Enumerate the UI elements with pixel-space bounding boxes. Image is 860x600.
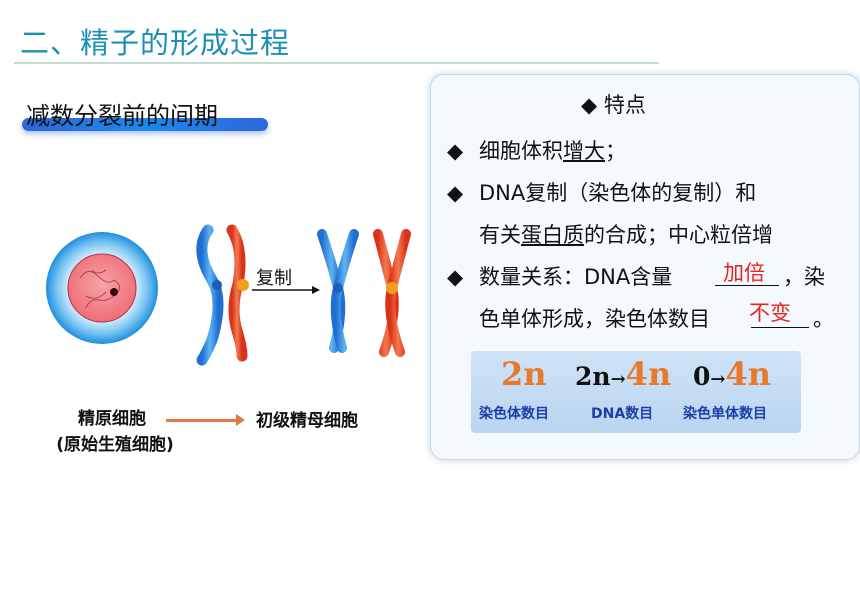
development-arrow	[166, 419, 238, 422]
centromere-red	[237, 279, 249, 291]
illustration: 复制	[46, 224, 411, 366]
chromosome-count-value: 2n	[501, 355, 547, 393]
panel-heading: ◆ 特点	[581, 93, 646, 117]
chromosome-answer-blank	[751, 327, 809, 328]
diamond-icon: ◆	[447, 265, 464, 289]
cell-nucleus	[67, 253, 137, 323]
chromatin-threads	[79, 269, 120, 309]
replicated-chromosome-red	[373, 229, 411, 357]
primary-spermatocyte-label: 初级精母细胞	[256, 411, 358, 431]
bullet-cell-volume: ◆细胞体积增大；	[447, 139, 626, 163]
chromosome-blue	[196, 224, 224, 366]
bullet-quantity-end: 。	[813, 307, 834, 331]
quantity-stats: 2n 染色体数目 2n→4n DNA数目 0→4n 染色单体数目	[471, 351, 801, 433]
bullet-dna-replication-cont: 有关蛋白质的合成；中心粒倍增	[479, 223, 773, 247]
spermatogonium-note: (原始生殖细胞)	[56, 435, 174, 455]
spermatogonium-label: 精原细胞	[78, 409, 146, 429]
dna-answer-blank	[715, 285, 779, 286]
diamond-icon: ◆	[447, 139, 464, 163]
phase-underline-bar	[22, 118, 268, 131]
development-arrow-head	[236, 414, 245, 426]
replication-label: 复制	[256, 268, 292, 289]
centromere-blue	[212, 280, 222, 290]
chromosome-red	[226, 224, 248, 362]
chromosome-count-caption: 染色体数目	[479, 406, 549, 422]
dna-answer: 加倍	[723, 261, 765, 285]
chromatid-count-value: 0→4n	[693, 355, 772, 393]
phase-label: 减数分裂前的间期	[26, 102, 218, 130]
phase-heading: 减数分裂前的间期	[22, 96, 268, 132]
emphasis-text: 增大	[563, 139, 605, 163]
replicated-chromosome-blue	[317, 229, 359, 353]
bullet-quantity-cont: 色单体形成，染色体数目	[479, 307, 710, 331]
dna-count-value: 2n→4n	[575, 355, 672, 393]
emphasis-text: 蛋白质	[521, 223, 584, 247]
diamond-icon: ◆	[447, 181, 464, 205]
replication-arrow-head	[312, 286, 320, 294]
bullet-quantity: ◆数量关系：DNA含量	[447, 265, 673, 289]
features-panel: ◆ 特点 ◆细胞体积增大； ◆DNA复制（染色体的复制）和 有关蛋白质的合成；中…	[430, 74, 860, 460]
chromosome-answer: 不变	[749, 301, 791, 325]
page-title: 二、精子的形成过程	[20, 26, 291, 60]
dna-count-caption: DNA数目	[591, 406, 654, 422]
title-rule	[14, 62, 659, 64]
bullet-quantity-suffix: ，染	[783, 265, 825, 289]
nucleolus	[110, 288, 118, 296]
bullet-dna-replication: ◆DNA复制（染色体的复制）和	[447, 181, 757, 205]
chromatid-count-caption: 染色单体数目	[683, 406, 767, 422]
